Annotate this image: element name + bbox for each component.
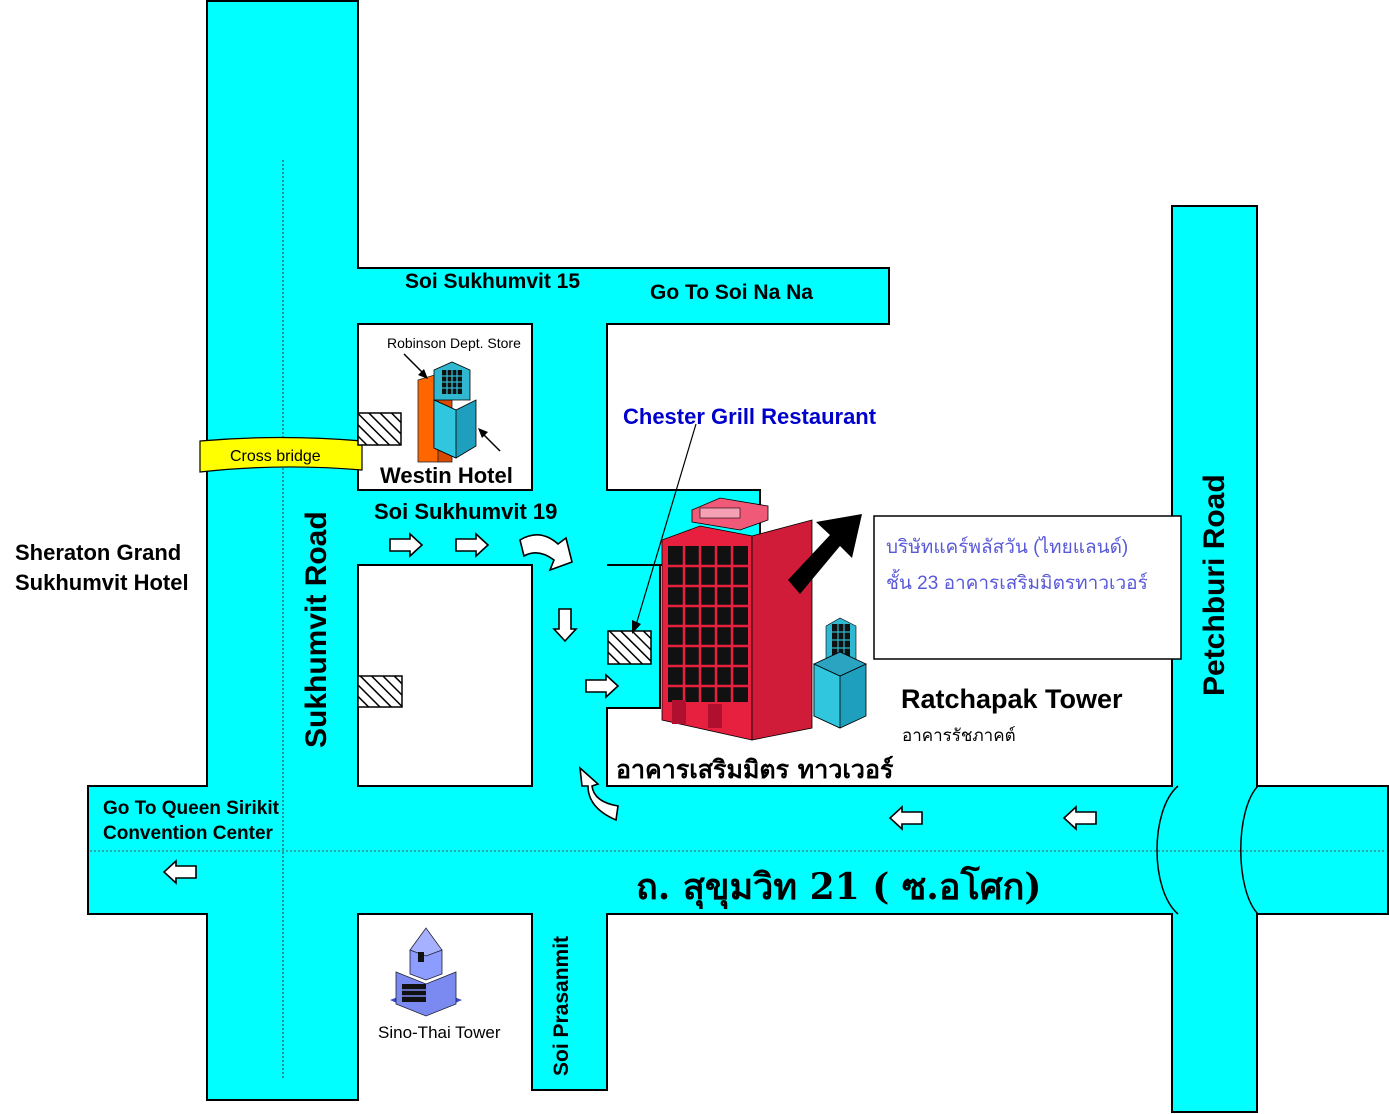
pointer-arrow-icon <box>788 514 862 594</box>
sermmit-tower-building-icon <box>661 497 813 741</box>
info-box <box>873 515 1182 660</box>
sino-thai-tower-building-icon <box>390 927 462 1017</box>
petchburi-road-label: Petchburi Road <box>1198 474 1231 696</box>
soi-15-road <box>355 269 888 323</box>
go-to-soi-nana-label: Go To Soi Na Na <box>650 281 813 304</box>
route-arrows <box>163 533 1097 884</box>
cross-bridge-label: Cross bridge <box>230 448 321 465</box>
soi-prasanmit-label: Soi Prasanmit <box>550 935 573 1076</box>
chester-grill-label: Chester Grill Restaurant <box>623 404 877 429</box>
sino-thai-label: Sino-Thai Tower <box>378 1023 501 1042</box>
soi-prasanmit-south-road <box>533 910 606 1089</box>
ratchapak-tower-building-icon <box>813 617 867 729</box>
ratchapak-thai-label: อาคารรัชภาคต์ <box>902 726 1016 745</box>
hatched-building-2 <box>357 675 403 708</box>
petchburi-road <box>1173 207 1256 1111</box>
hatched-chester-grill <box>607 630 652 665</box>
curved-uturn-arrow-icon <box>578 766 619 822</box>
soi-15-label: Soi Sukhumvit 15 <box>405 270 581 293</box>
cross-bridge <box>199 436 363 473</box>
sheraton-label-line1: Sheraton Grand <box>15 540 182 565</box>
soi-21-road <box>89 787 1387 913</box>
info-line1: บริษัทแคร์พลัสวัน (ไทยแลนด์) <box>886 537 1129 558</box>
sheraton-label-line2: Sukhumvit Hotel <box>15 570 189 595</box>
soi-19-label: Soi Sukhumvit 19 <box>374 499 558 524</box>
qsncc-label-line1: Go To Queen Sirikit <box>103 798 279 819</box>
ratchapak-tower-label: Ratchapak Tower <box>901 684 1123 714</box>
sermmit-tower-thai-label: อาคารเสริมมิตร ทาวเวอร์ <box>616 755 894 784</box>
qsncc-label-line2: Convention Center <box>103 823 273 844</box>
sukhumvit-road <box>208 2 357 1099</box>
soi-21-thai-label: ถ. สุขุมวิท 21 ( ซ.อโศก) <box>636 866 1042 908</box>
curved-turn-arrow-icon <box>519 534 573 572</box>
westin-label: Westin Hotel <box>380 463 513 488</box>
info-line2: ชั้น 23 อาคารเสริมมิตรทาวเวอร์ <box>886 573 1148 594</box>
robinson-label: Robinson Dept. Store <box>387 335 521 351</box>
sukhumvit-road-label: Sukhumvit Road <box>300 511 333 748</box>
overpass <box>1156 785 1259 915</box>
westin-building-icon <box>433 361 477 459</box>
hatched-building-1 <box>357 412 402 446</box>
